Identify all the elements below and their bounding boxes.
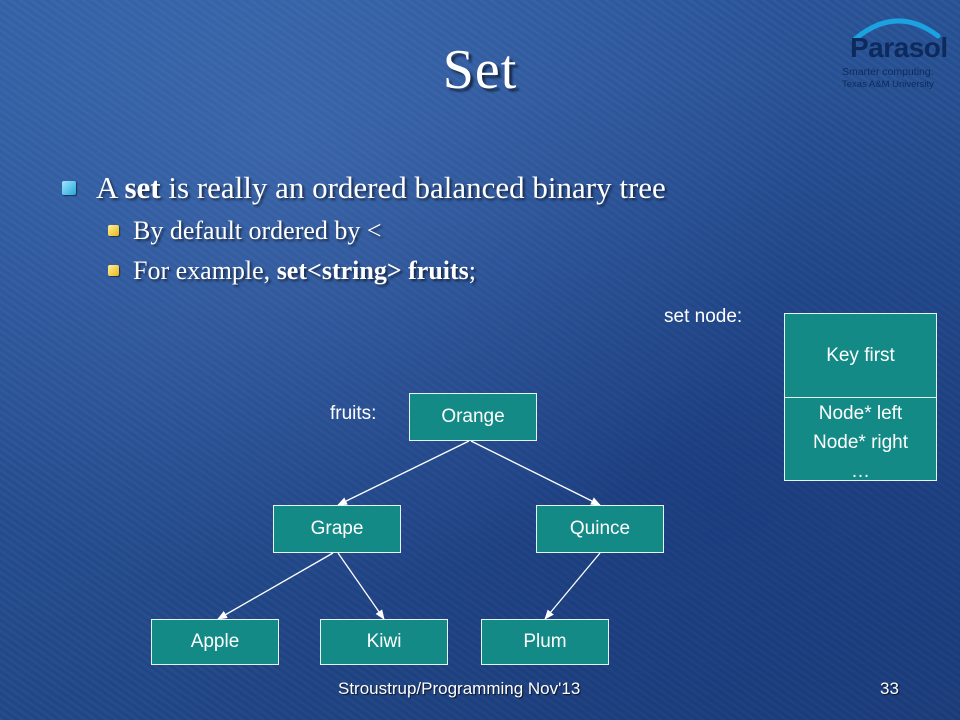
edge-quince-plum — [544, 552, 601, 620]
set-node-key: Key first — [785, 314, 936, 398]
logo-name: Parasol — [850, 32, 948, 63]
tree-node-orange: Orange — [409, 393, 537, 441]
edge-grape-apple — [217, 552, 334, 620]
page-number: 33 — [880, 679, 899, 698]
logo-tagline: Smarter computing. — [842, 66, 934, 78]
tree-node-plum: Plum — [481, 619, 609, 665]
bullet-sub-1: By default ordered by < — [108, 216, 382, 246]
bullet-main-post: is really an ordered balanced binary tre… — [160, 170, 666, 205]
bullet-sub-2-bold: set<string> fruits — [276, 256, 469, 285]
tree-node-quince: Quince — [536, 505, 664, 553]
edge-grape-kiwi — [337, 552, 385, 620]
footer-text: Stroustrup/Programming Nov'13 — [338, 679, 581, 698]
bullet-sub-2-pre: For example, — [133, 256, 277, 285]
edge-orange-grape — [337, 440, 470, 506]
bullet-main-pre: A — [96, 170, 125, 205]
slide-title: Set — [442, 39, 518, 101]
bullet-sub-2: For example, set<string> fruits; — [108, 256, 476, 286]
fruits-label: fruits: — [330, 403, 377, 424]
bullet-main-bold: set — [124, 170, 161, 205]
logo-university: Texas A&M University — [842, 79, 934, 90]
set-node-right: Node* right — [812, 432, 909, 453]
parasol-logo: Parasol Smarter computing. Texas A&M Uni… — [836, 14, 954, 94]
bullet-square-icon — [62, 180, 76, 195]
bullet-square-icon — [108, 264, 119, 276]
set-node-label: set node: — [664, 306, 743, 327]
tree-node-grape: Grape — [273, 505, 401, 553]
logo-arc-icon — [851, 18, 941, 43]
set-node-box: Key first Node* left Node* right … — [784, 313, 937, 481]
tree-node-apple: Apple — [151, 619, 279, 665]
set-node-more: … — [851, 461, 870, 481]
set-node-left: Node* left — [818, 403, 903, 424]
bullet-square-icon — [108, 224, 119, 236]
bullet-sub-2-post: ; — [468, 256, 477, 285]
bullet-main: A set is really an ordered balanced bina… — [62, 170, 666, 206]
bullet-sub-1-text: By default ordered by < — [133, 216, 382, 245]
tree-node-kiwi: Kiwi — [320, 619, 448, 665]
edge-orange-quince — [470, 440, 601, 506]
